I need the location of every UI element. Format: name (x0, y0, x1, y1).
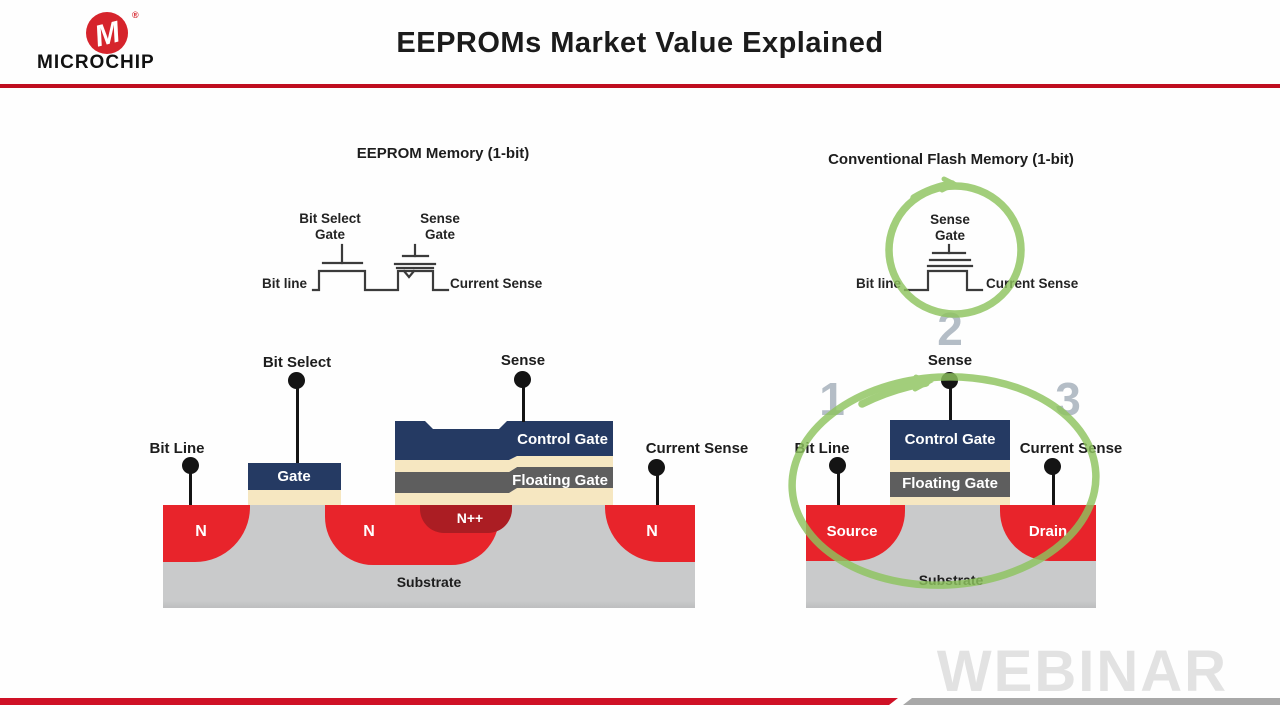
footer-red-bar (0, 698, 898, 705)
flash-bit-line-pin-dot (829, 457, 846, 474)
control-gate-label: Control Gate (517, 431, 608, 448)
sense-pin-dot (514, 371, 531, 388)
flash-inter-oxide (890, 460, 1010, 472)
gate-label: Gate (277, 468, 311, 485)
slide-title: EEPROMs Market Value Explained (396, 27, 884, 59)
green-arrow-bottom-small (858, 379, 930, 408)
flash-current-sense-pin-label: Current Sense (1019, 440, 1123, 457)
webinar-watermark: WEBINAR (936, 639, 1228, 704)
eeprom-circuit-schematic (311, 243, 450, 292)
bit-select-gate-label: Bit Select Gate (299, 211, 361, 243)
right-diagram-title: Conventional Flash Memory (1-bit) (828, 151, 1074, 168)
footer-gray-bar (903, 698, 1280, 705)
flash-bit-line-terminal-label: Bit line (855, 276, 901, 291)
current-sense-terminal-label: Current Sense (450, 276, 543, 291)
registered-mark: ® (132, 10, 139, 20)
flash-floating-gate-label: Floating Gate (902, 475, 998, 492)
flash-circuit-schematic (903, 243, 984, 292)
left-diagram-title: EEPROM Memory (1-bit) (356, 145, 530, 162)
annotation-number-3: 3 (1055, 373, 1081, 425)
flash-sense-gate-line1: Sense (930, 212, 970, 227)
flash-sense-pin-label: Sense (927, 352, 973, 369)
bit-line-pin-stem (189, 466, 192, 505)
microchip-logo-icon: M ® (86, 10, 139, 54)
sense-gate-line1: Sense (420, 211, 460, 226)
annotation-number-1: 1 (819, 373, 845, 425)
n-plus-label: N++ (456, 510, 484, 526)
annotation-number-2: 2 (937, 303, 963, 355)
bit-select-pin-stem (295, 381, 299, 463)
current-sense-pin-label: Current Sense (645, 440, 749, 457)
sense-pin-stem (521, 380, 525, 422)
flash-sense-gate-line2: Gate (934, 228, 965, 243)
source-label: Source (826, 523, 878, 540)
flash-substrate-label: Substrate (918, 572, 984, 588)
green-arrow-top-small (910, 180, 956, 202)
eeprom-n-plus-region (420, 505, 512, 533)
floating-gate-label: Floating Gate (512, 472, 608, 489)
bit-line-terminal-label: Bit line (261, 276, 307, 291)
sense-gate-label: Sense Gate (420, 211, 460, 243)
current-sense-pin-stem (655, 468, 659, 505)
n-region-label-middle: N (363, 523, 375, 540)
bit-select-pin-label: Bit Select (262, 354, 332, 371)
header-divider (0, 84, 1280, 88)
sense-gate-line2: Gate (424, 227, 455, 242)
n-region-label-right: N (646, 523, 658, 540)
sense-pin-label: Sense (500, 352, 546, 369)
select-gate-block (248, 463, 341, 490)
bit-select-gate-line1: Bit Select (299, 211, 361, 226)
bit-select-gate-line2: Gate (314, 227, 345, 242)
flash-current-sense-pin-dot (1044, 458, 1061, 475)
flash-sense-pin-dot (941, 372, 958, 389)
drain-label: Drain (1028, 523, 1068, 540)
brand-wordmark: MICROCHIP (37, 52, 155, 73)
flash-control-gate-label: Control Gate (904, 431, 996, 448)
n-region-label-left: N (195, 523, 207, 540)
substrate-label: Substrate (396, 574, 462, 590)
select-gate-oxide (248, 490, 341, 505)
flash-bit-line-pin-label: Bit Line (794, 440, 850, 457)
bit-line-pin-dot (182, 457, 199, 474)
eeprom-memory-stack (395, 421, 613, 505)
flash-sense-gate-label: Sense Gate (930, 212, 970, 244)
bit-line-pin-label: Bit Line (149, 440, 205, 457)
bit-select-pin-dot (288, 372, 305, 389)
current-sense-pin-dot (648, 459, 665, 476)
flash-tunnel-oxide (890, 497, 1010, 505)
